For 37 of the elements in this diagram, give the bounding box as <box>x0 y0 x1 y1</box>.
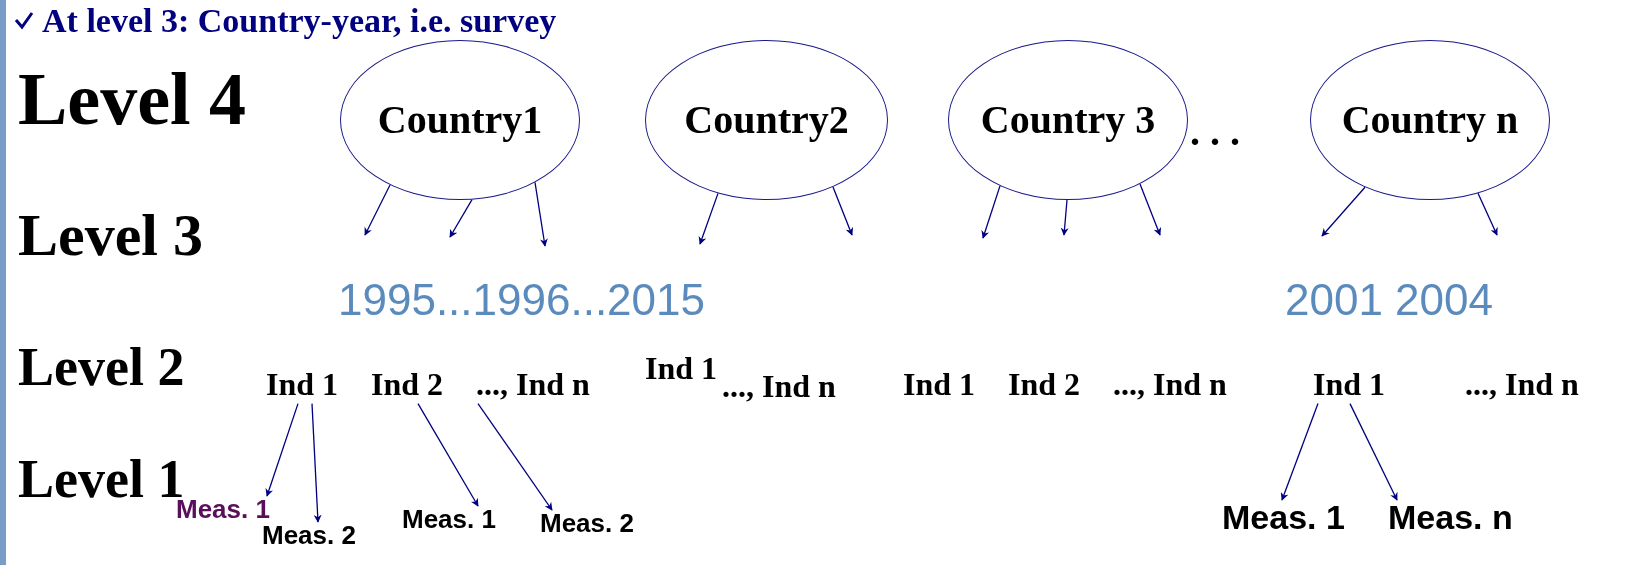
arrow <box>417 402 479 507</box>
level-label: Level 3 <box>18 205 203 265</box>
indicator-text: ..., Ind n <box>1113 368 1227 402</box>
indicator-text: Ind 1 <box>1313 368 1386 402</box>
arrow <box>1477 192 1498 236</box>
level-label: Level 2 <box>18 340 185 394</box>
arrow <box>265 402 299 497</box>
year-list: 2001 2004 <box>1285 278 1493 322</box>
indicator-text: Ind 1 <box>645 352 718 386</box>
arrow <box>534 181 548 247</box>
year-list: 1995...1996...2015 <box>338 278 705 322</box>
arrow <box>311 402 322 523</box>
indicator-text: Ind 1 <box>903 368 976 402</box>
measure-text: Meas. 1 <box>402 506 496 532</box>
arrow <box>1060 199 1069 236</box>
measure-text: Meas. n <box>1388 500 1513 534</box>
measure-text: Meas. 2 <box>540 510 634 536</box>
indicator-text: Ind 1 <box>266 368 339 402</box>
indicator-text: ..., Ind n <box>476 368 594 402</box>
measure-text: Meas. 1 <box>1222 500 1345 534</box>
arrow <box>477 402 553 511</box>
arrow <box>832 186 854 236</box>
indicator-text: ..., Ind n <box>1465 368 1579 402</box>
indicator-text: Ind 2 <box>371 368 444 402</box>
ellipsis-dots: . . . <box>1190 112 1240 152</box>
arrow <box>981 185 1001 239</box>
indicator-text: Ind 2 <box>1008 368 1081 402</box>
arrow <box>449 198 473 238</box>
measure-text: Meas. 2 <box>262 522 356 548</box>
slide-title: At level 3: Country-year, i.e. survey <box>42 1 557 41</box>
arrow <box>1139 183 1162 236</box>
arrow <box>1280 402 1319 501</box>
indicator-text: ..., Ind n <box>722 370 836 404</box>
arrow <box>698 192 719 245</box>
level-label: Level 4 <box>18 62 247 136</box>
arrow <box>1349 402 1398 501</box>
arrow <box>364 184 391 236</box>
